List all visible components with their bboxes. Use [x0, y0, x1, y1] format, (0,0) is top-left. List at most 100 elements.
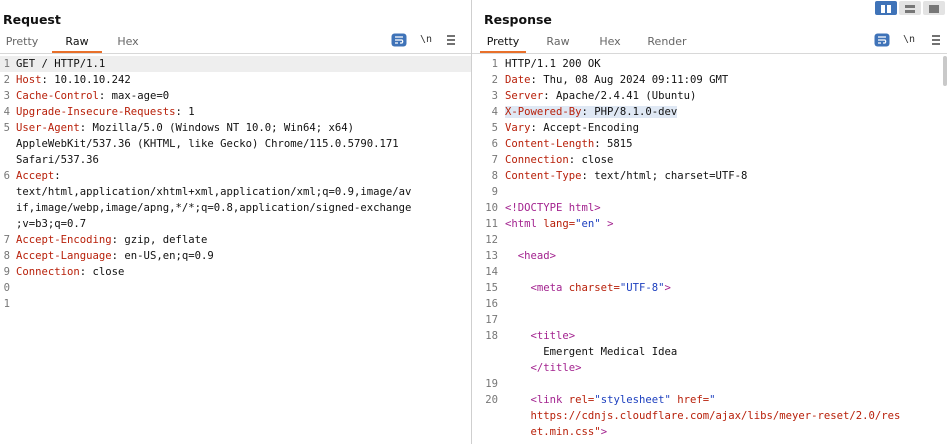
- line-text: Date: Thu, 08 Aug 2024 09:11:09 GMT: [505, 72, 728, 88]
- code-line: 18 <title>: [472, 328, 947, 344]
- code-line: AppleWebKit/537.36 (KHTML, like Gecko) C…: [0, 136, 471, 152]
- html-attribute: rel=: [568, 394, 595, 406]
- html-tag: <head>: [517, 250, 557, 262]
- header-value: : Mozilla/5.0 (Windows NT 10.0; Win64; x…: [79, 122, 355, 134]
- line-number: 1: [3, 298, 10, 310]
- header-value: : Apache/2.4.41 (Ubuntu): [543, 90, 697, 102]
- line-number: 9: [491, 186, 498, 198]
- line-number: 5: [3, 122, 10, 134]
- line-number: 19: [485, 378, 498, 390]
- request-tab-pretty[interactable]: Pretty: [5, 35, 39, 48]
- line-text: Connection: close: [505, 152, 613, 168]
- newline-toggle[interactable]: \n: [903, 34, 916, 45]
- html-tag: <meta: [530, 282, 569, 294]
- response-tab-pretty[interactable]: Pretty: [480, 33, 526, 53]
- code-line: ;v=b3;q=0.7: [0, 216, 471, 232]
- line-number: 17: [485, 314, 498, 326]
- header-value: : text/html; charset=UTF-8: [581, 170, 748, 182]
- line-number: 0: [3, 282, 10, 294]
- line-number: 6: [491, 138, 498, 150]
- pane-divider[interactable]: [471, 0, 472, 444]
- tabbed-layout-button[interactable]: [923, 1, 945, 15]
- line-text: ;v=b3;q=0.7: [16, 216, 86, 232]
- response-tab-render[interactable]: Render: [647, 35, 687, 48]
- header-name: Server: [505, 90, 544, 102]
- header-value: : en-US,en;q=0.9: [111, 250, 214, 262]
- header-value: : Accept-Encoding: [530, 122, 639, 134]
- header-value: : gzip, deflate: [111, 234, 208, 246]
- header-value: GET / HTTP/1.1: [16, 58, 106, 70]
- body-text: HTTP/1.1 200 OK: [505, 58, 601, 70]
- line-number: 2: [491, 74, 498, 86]
- response-tab-divider: [472, 53, 947, 54]
- header-name: Content-Type: [505, 170, 582, 182]
- html-string: ": [709, 394, 716, 406]
- code-line: 0: [0, 280, 471, 296]
- wrap-lines-icon[interactable]: [391, 33, 407, 47]
- header-name: User-Agent: [16, 122, 80, 134]
- line-text: https://cdnjs.cloudflare.com/ajax/libs/m…: [505, 408, 901, 424]
- side-by-side-layout-button[interactable]: [875, 1, 897, 15]
- html-tag: <!DOCTYPE html>: [505, 202, 601, 214]
- response-tab-hex[interactable]: Hex: [599, 35, 621, 48]
- vertical-scrollbar[interactable]: [943, 56, 947, 86]
- html-attribute: href=: [670, 394, 710, 406]
- menu-icon[interactable]: [931, 33, 947, 47]
- line-number: 4: [3, 106, 10, 118]
- header-name: X-Powered-By: [505, 106, 582, 118]
- code-line: 15 <meta charset="UTF-8">: [472, 280, 947, 296]
- line-text: Emergent Medical Idea: [505, 344, 677, 360]
- html-tag: </title>: [530, 362, 582, 374]
- html-tag: <link: [530, 394, 569, 406]
- line-number: 11: [485, 218, 498, 230]
- header-value: : close: [568, 154, 614, 166]
- line-number: 12: [485, 234, 498, 246]
- line-number: 7: [491, 154, 498, 166]
- header-value: : PHP/8.1.0-dev: [581, 106, 678, 118]
- line-text: text/html,application/xhtml+xml,applicat…: [16, 184, 411, 200]
- line-number: 13: [485, 250, 498, 262]
- header-name: Cache-Control: [16, 90, 99, 102]
- html-tag: >: [600, 426, 608, 438]
- request-tab-hex[interactable]: Hex: [117, 35, 139, 48]
- code-line: 9: [472, 184, 947, 200]
- html-tag: <html: [505, 218, 544, 230]
- menu-icon[interactable]: [446, 33, 462, 47]
- line-text: Cache-Control: max-age=0: [16, 88, 169, 104]
- request-title: Request: [3, 12, 61, 27]
- newline-toggle[interactable]: \n: [420, 34, 433, 45]
- header-value: : 10.10.10.242: [41, 74, 131, 86]
- line-text: <head>: [505, 248, 556, 264]
- code-line: Safari/537.36: [0, 152, 471, 168]
- request-tab-divider: [0, 53, 471, 54]
- line-text: Vary: Accept-Encoding: [505, 120, 639, 136]
- line-text: User-Agent: Mozilla/5.0 (Windows NT 10.0…: [16, 120, 354, 136]
- line-number: 14: [485, 266, 498, 278]
- html-attribute: lang=: [543, 218, 576, 230]
- wrap-lines-icon[interactable]: [874, 33, 890, 47]
- line-number: 18: [485, 330, 498, 342]
- code-line: 13 <head>: [472, 248, 947, 264]
- code-line: 12: [472, 232, 947, 248]
- code-line: 10<!DOCTYPE html>: [472, 200, 947, 216]
- body-text: Emergent Medical Idea: [505, 346, 678, 358]
- line-text: X-Powered-By: PHP/8.1.0-dev: [505, 104, 678, 120]
- html-attribute: charset=: [568, 282, 620, 294]
- header-name: Accept-Encoding: [16, 234, 112, 246]
- line-text: AppleWebKit/537.36 (KHTML, like Gecko) C…: [16, 136, 399, 152]
- line-text: <html lang="en" >: [505, 216, 613, 232]
- code-line: 17: [472, 312, 947, 328]
- html-string: https://cdnjs.cloudflare.com/ajax/libs/m…: [530, 410, 901, 422]
- code-line: 14: [472, 264, 947, 280]
- line-text: GET / HTTP/1.1: [16, 56, 105, 72]
- request-tab-raw[interactable]: Raw: [52, 33, 102, 53]
- response-tab-raw[interactable]: Raw: [546, 35, 570, 48]
- stacked-layout-button[interactable]: [899, 1, 921, 15]
